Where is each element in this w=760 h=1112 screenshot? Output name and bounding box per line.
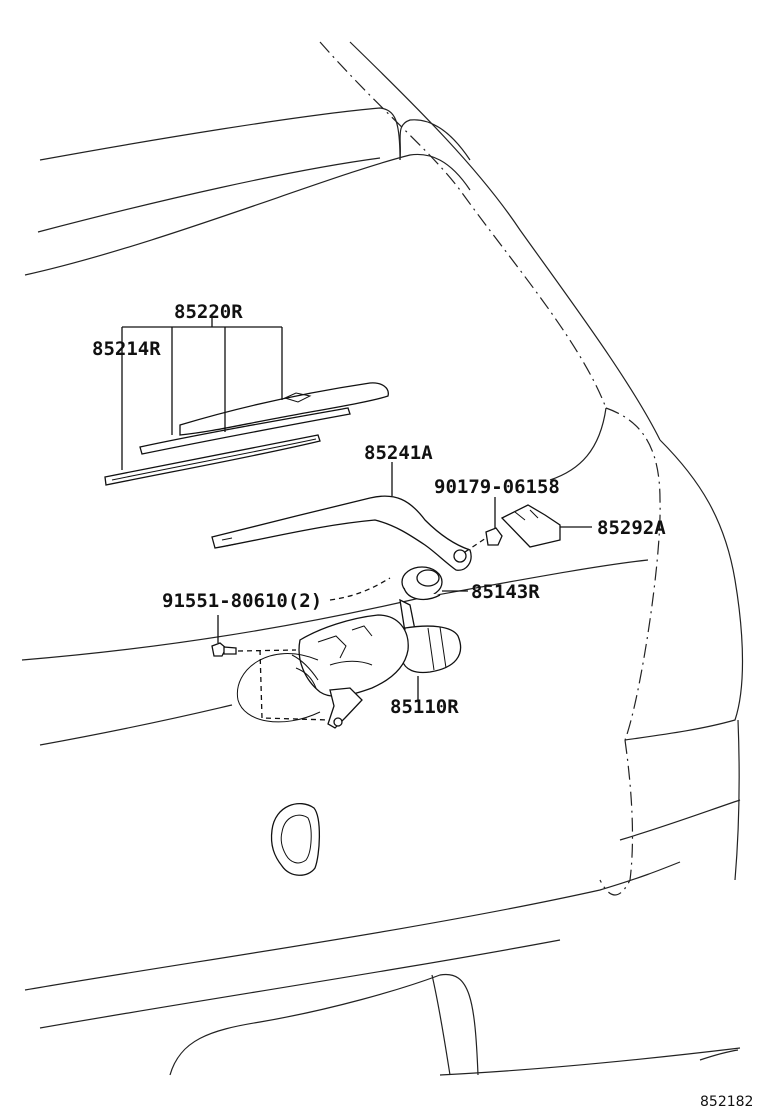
label-85292A: 85292A — [597, 517, 666, 539]
bolt-91551 — [211, 615, 297, 657]
label-90179-06158: 90179-06158 — [434, 476, 560, 498]
cap-85292A — [500, 504, 592, 548]
label-85214R: 85214R — [92, 338, 161, 360]
grommet-85143R — [329, 566, 468, 601]
nut-90179 — [464, 497, 503, 553]
label-85220R: 85220R — [174, 301, 243, 323]
wiper-blade-assembly — [104, 317, 389, 486]
label-85110R: 85110R — [390, 696, 459, 718]
label-85143R: 85143R — [471, 581, 540, 603]
diagram-reference-number: 852182 — [700, 1094, 753, 1110]
wiper-arm — [211, 462, 472, 571]
label-85241A: 85241A — [364, 442, 433, 464]
vehicle-body-outline — [21, 41, 744, 1076]
leader-85220R — [171, 317, 283, 435]
leader-85214R — [121, 326, 172, 470]
label-91551-80610: 91551-80610(2) — [162, 590, 322, 612]
motor-85110R — [236, 598, 462, 729]
